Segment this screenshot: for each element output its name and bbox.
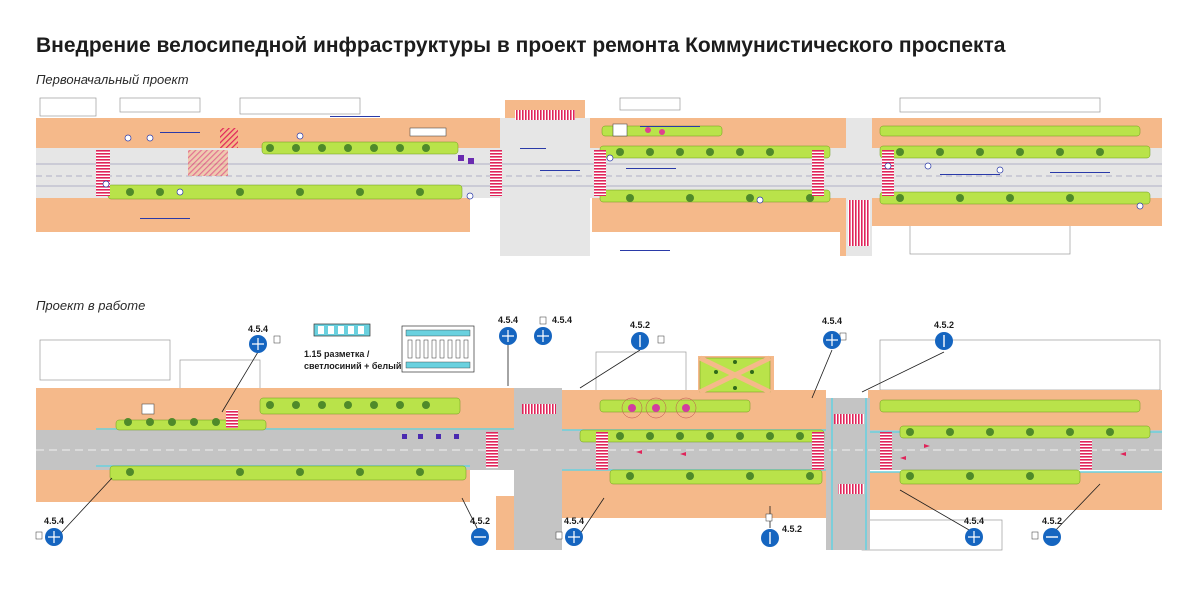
sign-4-5-4-bottom-3: 4.5.4 [964,516,984,546]
svg-text:4.5.4: 4.5.4 [498,315,518,325]
legend-line-2: светлосиний + белый [304,361,401,371]
section-label-current: Проект в работе [36,298,146,313]
svg-text:4.5.2: 4.5.2 [1042,516,1062,526]
sign-4-5-4-top-3: 4.5.4 [534,315,572,345]
sign-4-5-2-top-2: 4.5.2 [934,320,954,350]
sign-4-5-4-bottom-1: 4.5.4 [35,516,64,546]
sign-4-5-4-top-1: 4.5.4 [248,324,281,353]
sign-4-5-4-bottom-2: 4.5.4 [555,516,584,546]
sign-4-5-2-top-1: 4.5.2 [630,320,665,350]
sign-4-5-2-bottom-1: 4.5.2 [470,516,490,546]
section-label-original: Первоначальный проект [36,72,189,87]
svg-text:4.5.4: 4.5.4 [564,516,584,526]
sign-4-5-2-bottom-2: 4.5.2 [761,513,802,547]
svg-text:4.5.2: 4.5.2 [782,524,802,534]
svg-text:4.5.2: 4.5.2 [470,516,490,526]
svg-text:4.5.4: 4.5.4 [822,316,842,326]
svg-text:4.5.4: 4.5.4 [964,516,984,526]
original-plan [36,96,1162,256]
park-square [698,355,772,395]
svg-text:4.5.2: 4.5.2 [630,320,650,330]
current-plan [36,336,1162,551]
page-title: Внедрение велосипедной инфраструктуры в … [36,34,1006,57]
sign-leaders [59,345,1101,541]
svg-text:4.5.2: 4.5.2 [934,320,954,330]
marking-legend [313,323,475,373]
svg-text:4.5.4: 4.5.4 [44,516,64,526]
sign-4-5-4-top-4: 4.5.4 [822,316,847,349]
legend-line-1: 1.15 разметка / [304,349,370,359]
sign-4-5-2-bottom-3: 4.5.2 [1031,516,1062,546]
sign-4-5-4-top-2: 4.5.4 [498,315,518,345]
svg-text:4.5.4: 4.5.4 [552,315,572,325]
svg-text:4.5.4: 4.5.4 [248,324,268,334]
